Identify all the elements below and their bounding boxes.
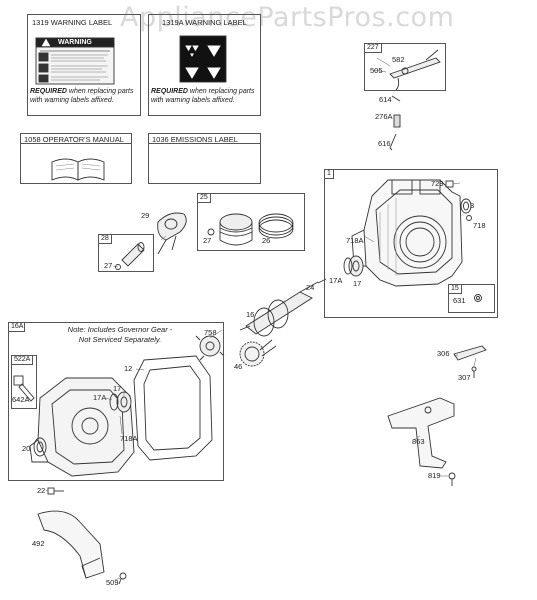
part-label: 29 — [141, 211, 150, 220]
warning-decal-drawing — [35, 37, 115, 85]
part-label: 3 — [470, 201, 475, 210]
part-label: 12 — [124, 364, 133, 373]
part-label: 729 — [431, 179, 444, 188]
warning-pictogram-drawing — [179, 35, 227, 83]
warning-label-panel — [27, 14, 141, 116]
part-label: 26 — [262, 236, 271, 245]
group-28-tag: 28 — [98, 234, 112, 244]
part-label: 46 — [234, 362, 243, 371]
warning-label-b-required-note: REQUIRED when replacing parts with warni… — [151, 88, 255, 104]
governor-lever-drawing — [389, 49, 441, 91]
part-label: 582 — [392, 55, 405, 64]
dipstick-drawing — [13, 375, 35, 402]
part-label: 863 — [412, 437, 425, 446]
part-20-seal-drawing — [33, 437, 47, 457]
part-label: 819 — [428, 471, 441, 480]
part-label: 631 — [453, 296, 466, 305]
part-label: 509 — [106, 578, 119, 587]
emissions-label-panel — [148, 133, 261, 184]
warning-label-b-title: 1319A WARNING LABEL — [162, 18, 247, 27]
part-label: 20 — [22, 444, 31, 453]
part-label: 24 — [306, 283, 315, 292]
part-label: 307 — [458, 373, 471, 382]
part-label: 27 — [203, 236, 212, 245]
part-label: 306 — [437, 349, 450, 358]
operators-manual-title: 1058 OPERATOR'S MANUAL — [24, 135, 124, 144]
group-227-box — [364, 43, 446, 91]
emissions-label-title: 1036 EMISSIONS LABEL — [152, 135, 238, 144]
part-label: 22 — [37, 486, 46, 495]
part-label: 642A — [12, 395, 30, 404]
part-819-drawing — [448, 472, 456, 486]
group-25-box — [197, 193, 305, 251]
gasket-drawing — [133, 355, 213, 461]
part-614-drawing — [391, 95, 401, 102]
group-28-box — [98, 234, 154, 272]
crankshaft-drawing — [239, 281, 319, 337]
part-label: 758 — [204, 328, 217, 337]
part-492-baffle-drawing — [37, 510, 105, 579]
leader-lines — [45, 57, 477, 581]
part-label: 17 — [113, 384, 122, 393]
warning-label-title: 1319 WARNING LABEL — [32, 18, 113, 27]
part-509-drawing — [118, 572, 127, 585]
cover-bearing-drawing — [109, 391, 132, 413]
part-label: 505 — [370, 66, 383, 75]
governor-gear-note: Note: Includes Governor Gear - Not Servi… — [67, 325, 173, 344]
part-label: 718A — [346, 236, 364, 245]
part-label: 17A — [329, 276, 343, 285]
group-1-box — [324, 169, 498, 318]
group-227-tag: 227 — [364, 43, 382, 53]
part-276A-drawing — [393, 114, 401, 128]
part-17-bearing-drawing — [343, 255, 364, 277]
group-16A-tag: 16A — [8, 322, 25, 332]
part-label: 276A — [375, 112, 393, 121]
part-863-drawing — [387, 397, 455, 469]
group-1-tag: 1 — [324, 169, 334, 179]
connecting-rod-drawing — [157, 212, 187, 255]
part-718-drawing — [466, 215, 472, 221]
governor-assembly-drawing — [195, 335, 225, 361]
group-25-tag: 25 — [197, 193, 211, 203]
manual-book-drawing — [51, 158, 105, 181]
part-label: 492 — [32, 539, 45, 548]
part-22-bolt-drawing — [47, 487, 64, 495]
part-label: 16 — [246, 310, 255, 319]
cam-gear-drawing — [239, 339, 277, 367]
part-label: 718 — [473, 221, 486, 230]
watermark: AppliancePartsPros.com — [120, 2, 455, 33]
part-616-drawing — [389, 133, 397, 151]
part-3-seal-drawing — [460, 198, 472, 214]
part-label: 614 — [379, 95, 392, 104]
cylinder-block-drawing — [351, 179, 463, 287]
part-label: 17A — [93, 393, 107, 402]
piston-drawing — [207, 213, 253, 246]
part-label: 616 — [378, 139, 391, 148]
warning-label-b-panel — [148, 14, 261, 116]
part-label: 718A — [120, 434, 138, 443]
part-631-drawing — [474, 294, 482, 302]
part-306-drawing — [453, 345, 487, 378]
piston-rings-drawing — [258, 213, 294, 239]
group-15-tag: 15 — [448, 284, 462, 294]
operators-manual-panel — [20, 133, 132, 184]
part-label: 17 — [353, 279, 362, 288]
warning-decal-heading: WARNING — [58, 39, 92, 46]
warning-label-required-note: REQUIRED when replacing parts with warni… — [30, 88, 134, 104]
group-522A-tag: 522A — [11, 355, 33, 365]
part-label: 27 — [104, 261, 113, 270]
group-16A-box — [8, 322, 224, 481]
group-15-box — [448, 284, 495, 313]
piston-pin-drawing — [115, 242, 145, 270]
